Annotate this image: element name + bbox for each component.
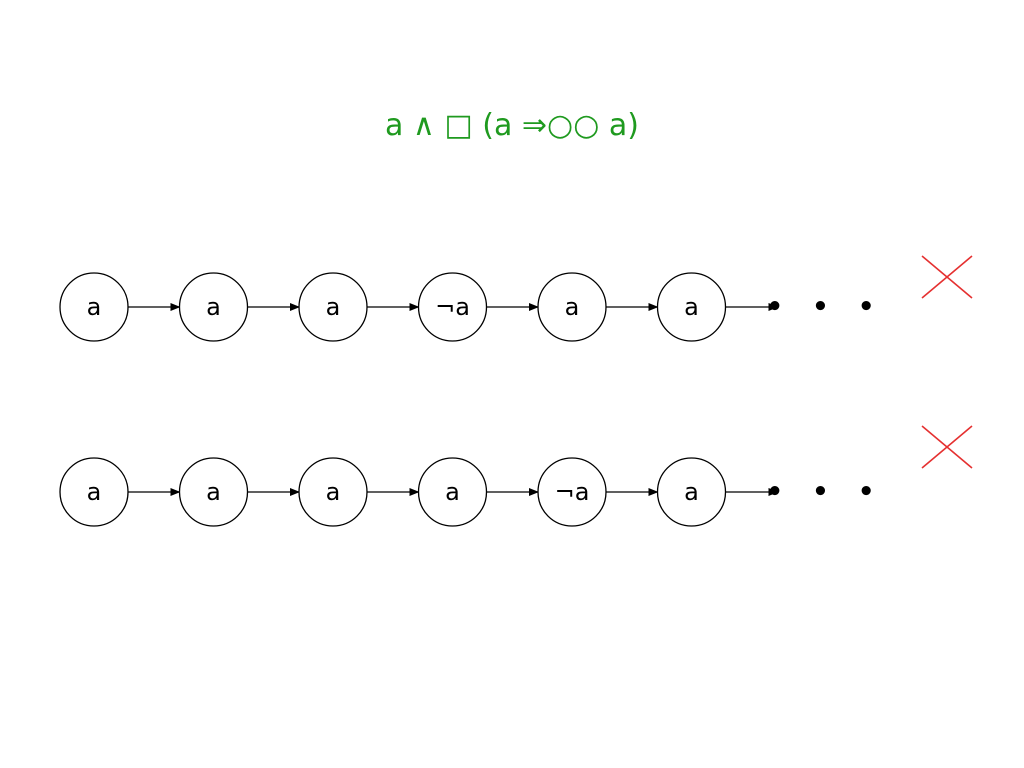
state-label: a [206, 478, 221, 506]
ltl-formula: a ∧ □ (a ⇒○○ a) [384, 108, 640, 143]
state-label: a [326, 478, 341, 506]
state-label: a [445, 478, 460, 506]
state-node: a [298, 272, 368, 342]
continuation-dots: • • • [767, 292, 885, 322]
state-label: a [684, 293, 699, 321]
state-node: a [178, 272, 249, 342]
state-node: a [59, 457, 129, 527]
state-node: a [298, 457, 368, 527]
state-label: a [684, 478, 699, 506]
state-node: a [537, 272, 607, 342]
state-node: a [417, 457, 488, 527]
state-label: a [206, 293, 221, 321]
continuation-dots: • • • [767, 477, 885, 507]
state-node: a [59, 272, 129, 342]
cross-icon [921, 255, 973, 299]
state-label: a [87, 293, 102, 321]
cross-icon [921, 425, 973, 469]
trace-1: a a a ¬a a a • • • [59, 255, 973, 342]
state-node: ¬a [417, 272, 488, 342]
state-node: a [178, 457, 249, 527]
state-node: a [656, 457, 727, 527]
state-label: a [565, 293, 580, 321]
state-label: a [326, 293, 341, 321]
trace-2: a a a a ¬a a • • • [59, 425, 973, 527]
state-node: a [656, 272, 727, 342]
state-label: ¬a [555, 478, 590, 506]
state-node: ¬a [537, 457, 607, 527]
state-label: a [87, 478, 102, 506]
state-label: ¬a [435, 293, 470, 321]
